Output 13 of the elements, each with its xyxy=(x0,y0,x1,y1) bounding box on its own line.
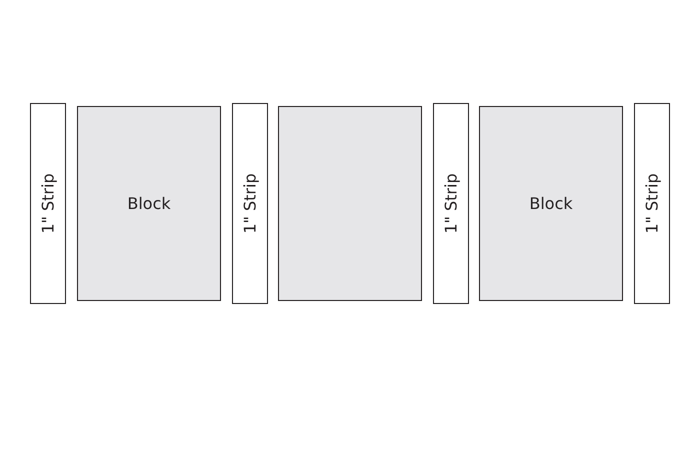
strip-label: 1" Strip xyxy=(642,173,662,234)
block-label: Block xyxy=(528,192,574,214)
fabric-strip xyxy=(634,103,670,304)
quilt-block xyxy=(77,106,221,301)
quilt-block xyxy=(278,106,422,301)
block-label: Block xyxy=(126,192,172,214)
strip-label: 1" Strip xyxy=(442,173,460,234)
fabric-strip xyxy=(232,103,268,304)
fabric-strip xyxy=(30,103,66,304)
strip-label: 1" Strip xyxy=(38,173,58,234)
fabric-strip xyxy=(433,103,469,304)
quilt-block xyxy=(479,106,623,301)
strip-label: 1" Strip xyxy=(240,173,260,234)
